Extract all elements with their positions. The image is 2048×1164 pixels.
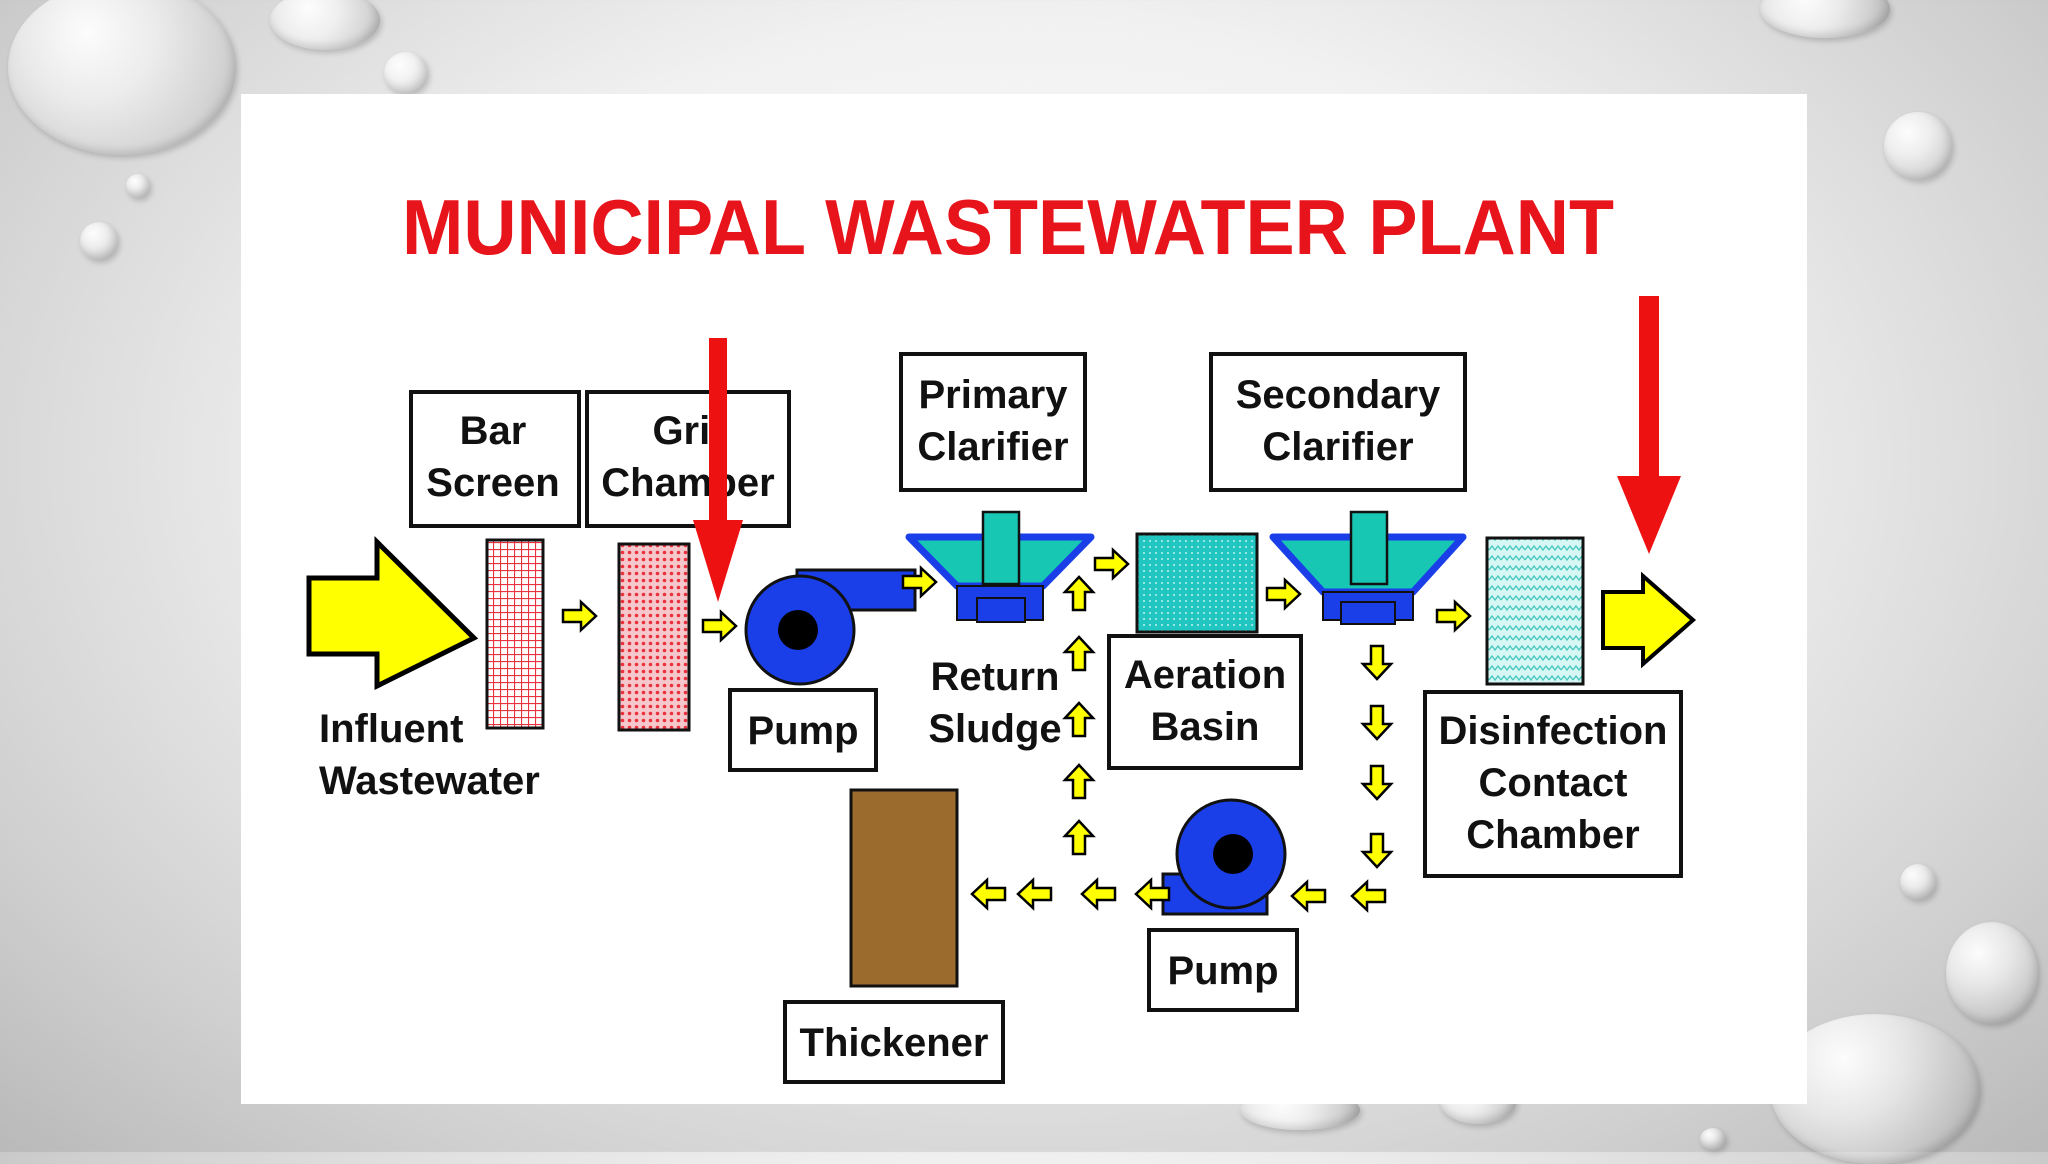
slide-content: MUNICIPAL WASTEWATER PLANT Bar Screen Gr…: [241, 94, 1807, 1104]
diagram-title: MUNICIPAL WASTEWATER PLANT: [402, 183, 1614, 271]
grit-chamber-label-box: [585, 390, 791, 528]
water-droplet: [1760, 0, 1890, 38]
effluent-arrow: [1601, 571, 1697, 669]
red-pointer-arrow-head: [1617, 476, 1681, 554]
sludge-arrow-down: [1361, 764, 1393, 801]
return-sludge-arrow-up: [1063, 635, 1095, 672]
thickener-label-box: [783, 1000, 1005, 1084]
influent-arrow: [306, 536, 479, 691]
water-droplet: [8, 0, 236, 155]
pump-1-icon: [744, 568, 917, 686]
sludge-arrow-down: [1361, 644, 1393, 681]
water-droplet: [1900, 864, 1936, 900]
primary-clarifier-icon: [905, 510, 1095, 623]
bar-screen-label-box: [409, 390, 581, 528]
pump-2-label: Pump: [1167, 949, 1278, 993]
grit-chamber-label-line-2: Chamber: [601, 461, 774, 505]
secondary-clarifier-label-line-2: Clarifier: [1262, 425, 1413, 469]
process-diagram: MUNICIPAL WASTEWATER PLANT Bar Screen Gr…: [306, 183, 1697, 1084]
bar-screen: [485, 538, 545, 730]
disinfection-label-box: [1423, 690, 1683, 878]
red-pointer-arrow-shaft: [1639, 296, 1659, 484]
secondary-clarifier-label-line-1: Secondary: [1236, 373, 1441, 417]
water-droplet: [384, 52, 428, 94]
flow-arrow-right: [701, 610, 738, 642]
primary-clarifier-label-line-2: Clarifier: [917, 425, 1068, 469]
influent-label-line-1: Influent: [319, 707, 463, 751]
secondary-clarifier-icon: [1269, 510, 1467, 625]
red-pointer-arrow-head: [693, 520, 743, 602]
bar-screen-label-line-1: Bar: [460, 409, 527, 453]
water-droplet: [80, 222, 118, 260]
primary-clarifier-label-line-1: Primary: [919, 373, 1069, 417]
water-droplet: [1884, 112, 1952, 180]
water-droplet: [1700, 1128, 1726, 1150]
aeration-basin: [1135, 532, 1259, 634]
flow-arrow-left: [1290, 880, 1327, 912]
return-sludge-arrow-up: [1063, 575, 1095, 612]
sludge-arrow-down: [1361, 832, 1393, 869]
grit-chamber: [617, 542, 691, 732]
flow-arrow-right: [561, 600, 598, 632]
red-pointer-arrow-shaft: [709, 338, 727, 534]
disinfection-tank: [1485, 536, 1585, 686]
sludge-arrow-down: [1361, 704, 1393, 741]
pump-1-label: Pump: [747, 709, 858, 753]
flow-arrow-right: [1435, 600, 1472, 632]
return-sludge-arrow-up: [1063, 763, 1095, 800]
return-sludge-arrow-up: [1063, 819, 1095, 856]
return-sludge-arrow-up: [1063, 701, 1095, 738]
aeration-basin-label-box: [1107, 634, 1303, 770]
disinfection-label-line-2: Contact: [1479, 761, 1628, 805]
influent-label-line-2: Wastewater: [319, 759, 540, 803]
flow-arrow-left: [970, 878, 1007, 910]
flow-arrow-left: [1080, 878, 1117, 910]
pump-2-icon: [1161, 798, 1287, 916]
flow-arrow-left: [1350, 880, 1387, 912]
bar-screen-label-line-2: Screen: [426, 461, 559, 505]
thickener-tank: [849, 788, 959, 988]
flow-arrow-right: [1265, 578, 1302, 610]
return-sludge-label-line-1: Return: [931, 655, 1060, 699]
water-droplet: [1946, 922, 2038, 1024]
return-sludge-label-line-2: Sludge: [928, 707, 1061, 751]
water-droplet: [270, 0, 380, 50]
pump-1-label-box: [728, 688, 878, 772]
disinfection-label-line-3: Chamber: [1466, 813, 1639, 857]
water-droplet: [126, 174, 150, 198]
flow-arrow-left: [1016, 878, 1053, 910]
flow-arrow-right: [1093, 548, 1130, 580]
primary-clarifier-label-box: [899, 352, 1087, 492]
pump-2-label-box: [1147, 928, 1299, 1012]
secondary-clarifier-label-box: [1209, 352, 1467, 492]
thickener-label: Thickener: [800, 1021, 989, 1065]
aeration-basin-label-line-2: Basin: [1151, 705, 1260, 749]
aeration-basin-label-line-1: Aeration: [1124, 653, 1286, 697]
disinfection-label-line-1: Disinfection: [1439, 709, 1668, 753]
